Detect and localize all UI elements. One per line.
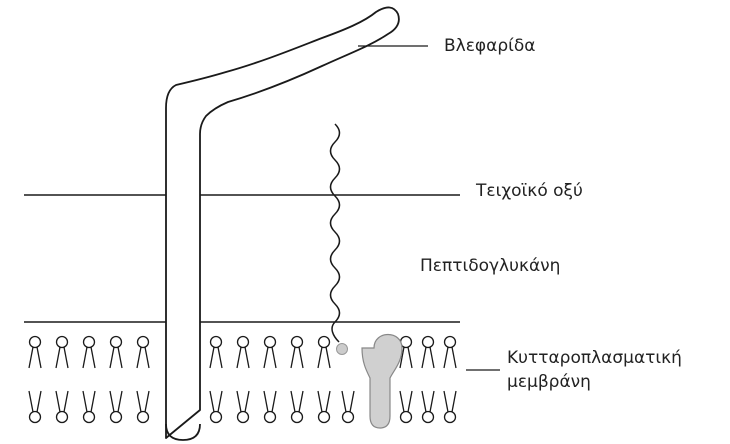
- lipid-lower: [291, 391, 303, 423]
- lipid-upper: [56, 337, 68, 369]
- lipid-lower: [342, 391, 354, 423]
- lipid-upper: [318, 337, 330, 369]
- lipid-lower: [210, 391, 222, 423]
- lipid-lower: [83, 391, 95, 423]
- membrane-protein: [362, 335, 402, 429]
- lipid-lower: [110, 391, 122, 423]
- lipid-lower: [56, 391, 68, 423]
- teichoic-acid-anchor: [337, 344, 348, 355]
- lipid-lower: [444, 391, 456, 423]
- lipid-upper: [444, 337, 456, 369]
- label-flagellum: Βλεφαρίδα: [444, 35, 535, 57]
- lipid-upper: [110, 337, 122, 369]
- lipid-lower: [29, 391, 41, 423]
- lipid-lower: [318, 391, 330, 423]
- label-membrane-line2: μεμβράνη: [507, 371, 591, 393]
- lipid-upper: [291, 337, 303, 369]
- lipid-lower: [422, 391, 434, 423]
- lipid-upper: [422, 337, 434, 369]
- label-membrane-line1: Κυτταροπλασματική: [507, 347, 682, 369]
- flagellum-shape: [166, 7, 399, 438]
- lipid-upper: [237, 337, 249, 369]
- lipid-upper: [29, 337, 41, 369]
- lipid-upper: [137, 337, 149, 369]
- label-peptidoglycan: Πεπτιδογλυκάνη: [420, 255, 560, 277]
- lipid-lower: [264, 391, 276, 423]
- teichoic-acid-chain: [331, 124, 340, 342]
- lipid-upper: [83, 337, 95, 369]
- label-teichoic-acid: Τειχοϊκό οξύ: [476, 180, 583, 202]
- lipid-lower: [400, 391, 412, 423]
- lipid-upper: [264, 337, 276, 369]
- lipid-lower: [137, 391, 149, 423]
- lipid-upper: [210, 337, 222, 369]
- lipid-lower: [237, 391, 249, 423]
